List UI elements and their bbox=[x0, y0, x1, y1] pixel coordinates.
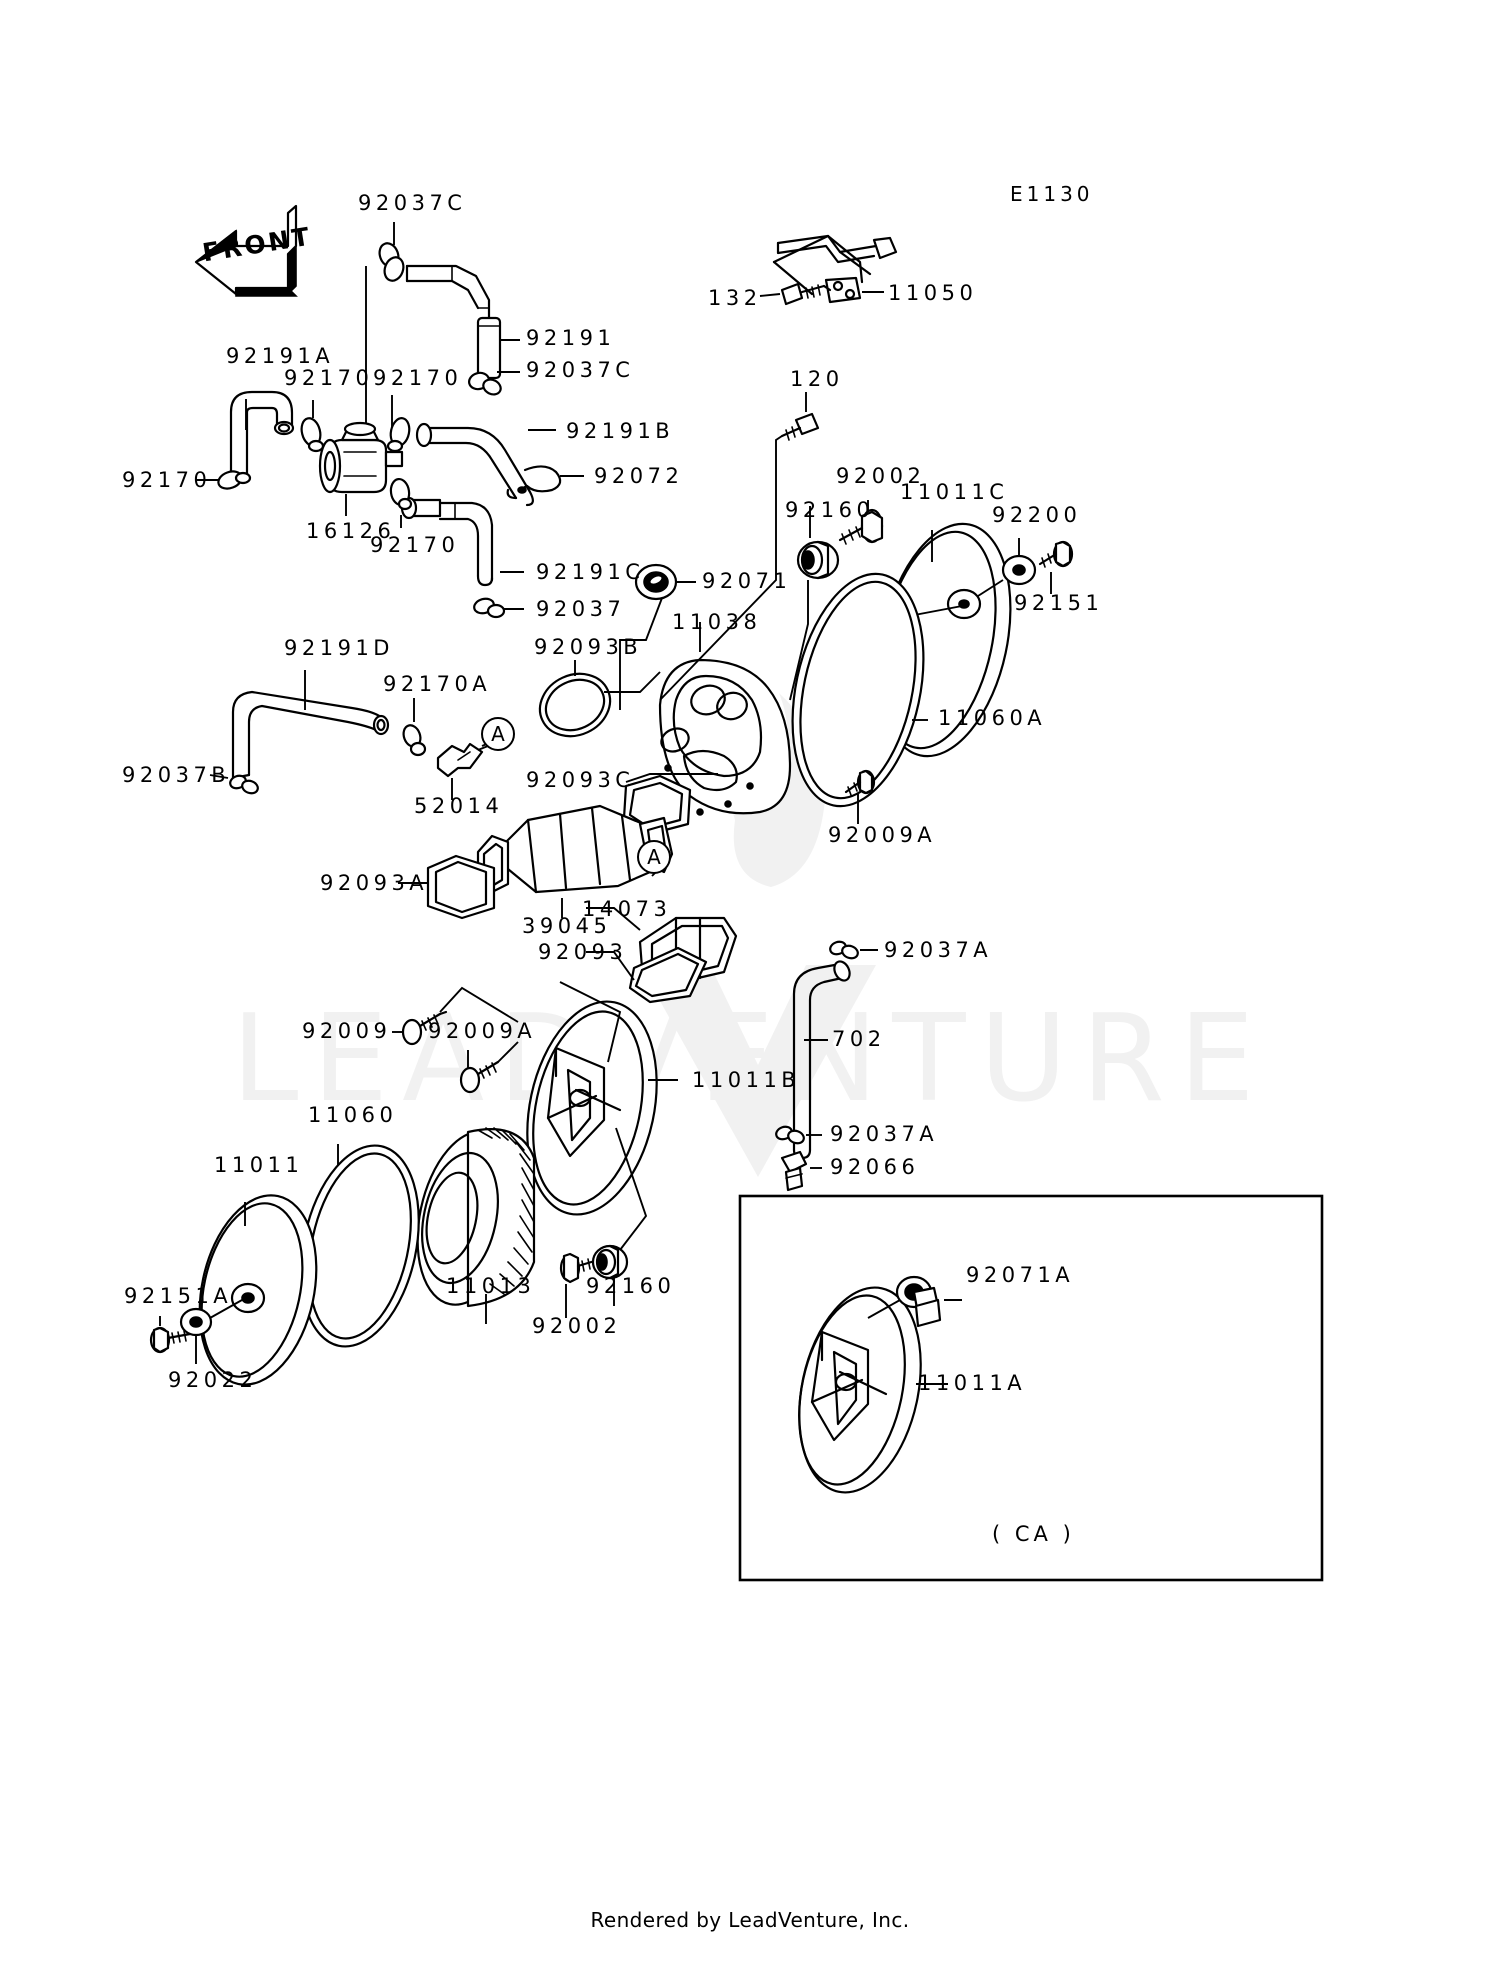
part-label-11060: 11060 bbox=[308, 1103, 398, 1127]
part-label-11011: 11011 bbox=[214, 1153, 304, 1177]
part-label-92160-upper: 92160 bbox=[785, 498, 875, 522]
part-label-92037: 92037 bbox=[536, 597, 626, 621]
part-label-120: 120 bbox=[790, 367, 844, 391]
callout-a-lower: A bbox=[637, 840, 671, 874]
element-11013 bbox=[416, 1127, 536, 1308]
part-label-11011c: 11011C bbox=[900, 480, 1009, 504]
clamp-92037a-lower bbox=[775, 1125, 805, 1145]
hose-92191a bbox=[229, 390, 295, 478]
part-label-92002-upper: 92002 bbox=[836, 464, 926, 488]
part-label-92200: 92200 bbox=[992, 503, 1082, 527]
part-label-92037c-bottom: 92037C bbox=[526, 358, 635, 382]
part-label-14073: 14073 bbox=[582, 897, 672, 921]
callout-a-upper: A bbox=[481, 717, 515, 751]
clamp-92170-third bbox=[386, 417, 411, 453]
bolt-92009 bbox=[401, 1010, 448, 1046]
hose-92191d bbox=[231, 690, 390, 780]
washer-92200 bbox=[1001, 554, 1037, 586]
part-label-132: 132 bbox=[708, 286, 762, 310]
part-label-92037c-top: 92037C bbox=[358, 191, 467, 215]
grommet-92071 bbox=[634, 563, 678, 601]
part-label-92071: 92071 bbox=[702, 569, 792, 593]
part-label-92002-lower: 92002 bbox=[532, 1314, 622, 1338]
part-label-11038: 11038 bbox=[672, 610, 762, 634]
part-label-92093b: 92093B bbox=[534, 635, 643, 659]
part-label-11050: 11050 bbox=[888, 281, 978, 305]
inset-grommet-92071a bbox=[895, 1275, 942, 1328]
part-label-92037a-upper: 92037A bbox=[884, 938, 993, 962]
diagram-code: E1130 bbox=[1010, 182, 1094, 206]
part-label-92072: 92072 bbox=[594, 464, 684, 488]
part-label-92151: 92151 bbox=[1014, 591, 1104, 615]
body-11011b bbox=[526, 1000, 658, 1216]
bolt-92151 bbox=[1038, 540, 1074, 568]
bushing-92160-upper bbox=[796, 540, 840, 580]
part-label-92170-left: 92170 bbox=[122, 468, 212, 492]
fuel-pump-16126 bbox=[318, 421, 404, 494]
part-label-92191: 92191 bbox=[526, 326, 616, 350]
gasket-92093a bbox=[426, 854, 496, 920]
clamp-92170-second bbox=[300, 417, 325, 453]
part-label-92009: 92009 bbox=[302, 1019, 392, 1043]
gasket-92093b bbox=[538, 672, 612, 738]
hose-92191b bbox=[415, 422, 534, 507]
bolt-92002-upper bbox=[838, 508, 884, 545]
part-label-92170-a: 92170 bbox=[284, 366, 374, 390]
part-label-92009a-left: 92009A bbox=[428, 1019, 537, 1043]
clamp-92170-fourth bbox=[389, 477, 413, 511]
part-label-39045: 39045 bbox=[522, 914, 612, 938]
inset-region-label: ( CA ) bbox=[992, 1522, 1075, 1546]
clamp-92037b bbox=[229, 774, 259, 795]
part-label-92191c: 92191C bbox=[536, 560, 645, 584]
part-label-52014: 52014 bbox=[414, 794, 504, 818]
render-credit-footer: Rendered by LeadVenture, Inc. bbox=[590, 1908, 910, 1932]
part-label-16126: 16126 bbox=[306, 519, 396, 543]
clamp-92170-left bbox=[217, 470, 252, 490]
part-label-92170a: 92170A bbox=[383, 672, 492, 696]
inset-cover-11011a bbox=[798, 1286, 922, 1494]
part-label-92151a: 92151A bbox=[124, 1284, 233, 1308]
part-label-92160-lower: 92160 bbox=[586, 1274, 676, 1298]
element-11060a bbox=[791, 572, 925, 808]
clamp-92037a-upper bbox=[829, 940, 859, 960]
part-label-92066: 92066 bbox=[830, 1155, 920, 1179]
clamp-92037 bbox=[473, 597, 506, 619]
bolt-92009a-left bbox=[459, 1060, 500, 1094]
part-label-92191a: 92191A bbox=[226, 344, 335, 368]
part-label-92093: 92093 bbox=[538, 940, 628, 964]
bushing-92160-lower bbox=[591, 1244, 629, 1280]
part-label-92170-c: 92170 bbox=[370, 533, 460, 557]
part-label-92191b: 92191B bbox=[566, 419, 675, 443]
part-label-11060a: 11060A bbox=[938, 706, 1047, 730]
bolt-92009a-right bbox=[844, 769, 876, 796]
part-label-702: 702 bbox=[832, 1027, 886, 1051]
part-label-92191d: 92191D bbox=[284, 636, 394, 660]
front-arrow-icon bbox=[194, 204, 298, 297]
bolt-132 bbox=[780, 282, 832, 306]
bolt-92151a bbox=[149, 1326, 192, 1354]
cover-11011 bbox=[198, 1194, 318, 1386]
part-label-92022: 92022 bbox=[168, 1368, 258, 1392]
part-label-11011b: 11011B bbox=[692, 1068, 801, 1092]
clamp-92037c-lower bbox=[468, 371, 502, 396]
bracket-11050 bbox=[772, 234, 898, 304]
part-label-92009a-right: 92009A bbox=[828, 823, 937, 847]
clip-92072 bbox=[517, 465, 562, 494]
bolt-120 bbox=[780, 412, 820, 441]
washer-92022 bbox=[179, 1307, 213, 1337]
part-label-11011a: 11011A bbox=[918, 1371, 1027, 1395]
joint-52014 bbox=[436, 742, 484, 778]
part-label-92037b: 92037B bbox=[122, 763, 231, 787]
clamp-92037c-upper bbox=[378, 242, 405, 282]
part-label-92093a: 92093A bbox=[320, 871, 429, 895]
fitting-92066 bbox=[780, 1150, 808, 1192]
part-label-11013: 11013 bbox=[446, 1274, 536, 1298]
clamp-92170a bbox=[402, 724, 427, 757]
part-label-92093c: 92093C bbox=[526, 768, 635, 792]
part-label-92071a: 92071A bbox=[966, 1263, 1075, 1287]
bolt-92002-lower bbox=[559, 1252, 600, 1284]
part-label-92037a-lower: 92037A bbox=[830, 1122, 939, 1146]
part-label-92170-b: 92170 bbox=[373, 366, 463, 390]
